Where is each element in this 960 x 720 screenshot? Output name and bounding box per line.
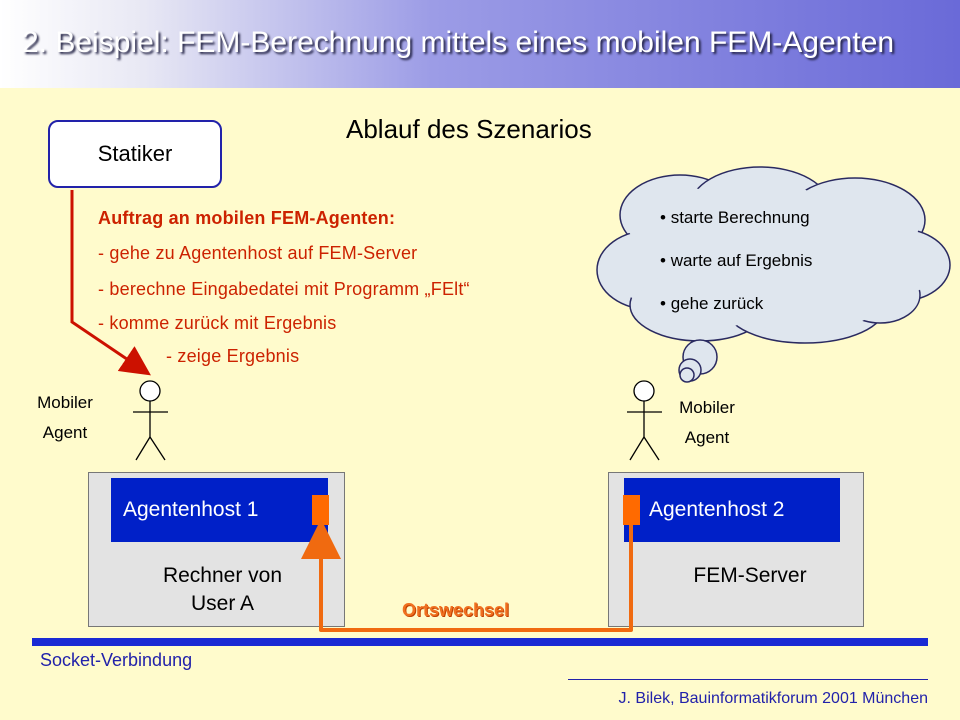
statiker-box: Statiker <box>48 120 222 188</box>
statiker-label: Statiker <box>97 141 173 166</box>
agentenhost-1: Agentenhost 1 <box>111 478 328 542</box>
socket-label: Socket-Verbindung <box>40 650 193 670</box>
cloud-item-3: • gehe zurück <box>660 294 764 313</box>
scenario-subtitle: Ablauf des Szenarios <box>346 114 592 144</box>
port-left <box>312 495 329 525</box>
ortswechsel-label: Ortswechsel <box>402 600 510 620</box>
agentenhost-1-label: Agentenhost 1 <box>123 498 259 521</box>
agentenhost-2: Agentenhost 2 <box>624 478 840 542</box>
title-bar <box>0 0 960 88</box>
cloud-item-1: • starte Berechnung <box>660 208 810 227</box>
machine-fem-server-label: FEM-Server <box>693 564 807 587</box>
order-line-4: - zeige Ergebnis <box>166 346 300 366</box>
footer-credit: J. Bilek, Bauinformatikforum 2001 Münche… <box>618 690 928 707</box>
order-line-2: - berechne Eingabedatei mit Programm „FE… <box>98 279 470 299</box>
agent-right-figure <box>627 380 662 461</box>
thought-cloud <box>596 166 951 383</box>
order-line-1: - gehe zu Agentenhost auf FEM-Server <box>98 243 418 263</box>
order-heading: Auftrag an mobilen FEM-Agenten: <box>98 208 396 228</box>
agent-left-label: Mobiler Agent <box>37 393 93 442</box>
socket-connection-line <box>32 638 928 646</box>
port-right <box>623 495 640 525</box>
agent-right-label: Mobiler Agent <box>679 398 735 447</box>
footer-divider <box>568 679 928 680</box>
agent-left-figure <box>133 380 168 461</box>
machine-user-a-label: Rechner von User A <box>162 564 283 615</box>
agentenhost-2-label: Agentenhost 2 <box>649 498 785 521</box>
order-line-3: - komme zurück mit Ergebnis <box>98 313 337 333</box>
cloud-item-2: • warte auf Ergebnis <box>660 251 813 270</box>
slide-title: 2. Beispiel: FEM-Berechnung mittels eine… <box>22 26 895 59</box>
